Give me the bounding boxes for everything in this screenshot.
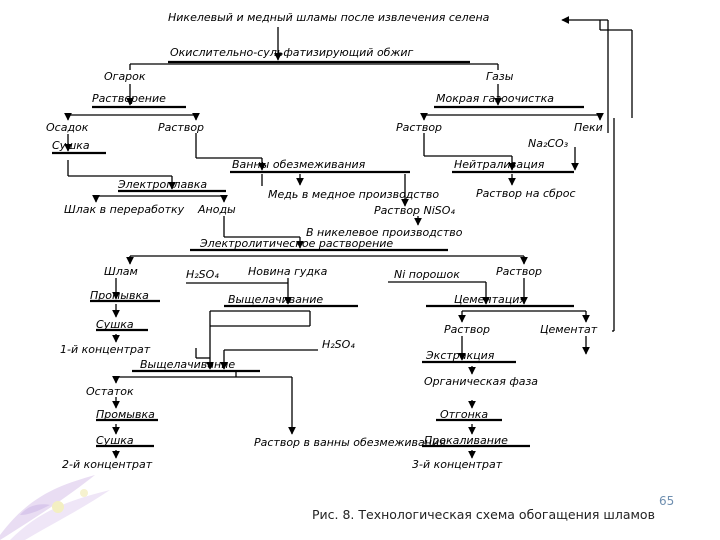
node-electrosmelting: Электроплавка (117, 178, 207, 191)
node-labels: Никелевый и медный шламы после извлечени… (46, 11, 603, 471)
node-organic-phase: Органическая фаза (424, 375, 538, 388)
node-solution-2: Раствор (396, 121, 442, 134)
node-concentrate-3: 3-й концентрат (412, 458, 503, 471)
node-leaching-2: Выщелачивание (140, 358, 235, 371)
node-neutralization: Нейтрализация (454, 158, 545, 171)
node-gases: Газы (486, 70, 514, 83)
node-washing-1: Промывка (90, 289, 149, 302)
node-cementate: Цементат (540, 323, 598, 336)
node-reagent-na2co3: Na₂CO₃ (528, 137, 569, 150)
node-calcination: Прокаливание (424, 434, 508, 447)
node-drying-2: Сушка (96, 318, 134, 331)
node-leaching-1: Выщелачивание (228, 293, 323, 306)
node-concentrate-2: 2-й концентрат (62, 458, 153, 471)
page-number: 65 (659, 494, 675, 508)
node-wet-gas-cleaning: Мокрая газоочистка (436, 92, 554, 105)
node-solution-4: Раствор (444, 323, 490, 336)
node-anodes: Аноды (197, 203, 236, 216)
process-bars (52, 60, 584, 448)
node-washing-2: Промывка (96, 408, 155, 421)
node-distillation: Отгонка (440, 408, 488, 421)
node-drying-1: Сушка (52, 139, 90, 152)
node-electrolytic-dissolution: Электролитическое растворение (199, 237, 393, 250)
node-solution-to-discharge: Раствор на сброс (476, 187, 576, 200)
node-calcine: Огарок (104, 70, 146, 83)
node-precipitate: Осадок (46, 121, 89, 134)
node-to-nickel-production: В никелевое производство (306, 226, 463, 239)
node-reagent-h2so4-1: H₂SO₄ (186, 268, 219, 281)
node-reagent-h2so4-2: H₂SO₄ (322, 338, 355, 351)
floral-decoration-icon (0, 475, 110, 540)
node-solution-1: Раствор (158, 121, 204, 134)
node-residue: Остаток (86, 385, 134, 398)
node-decopper-baths: Ванны обезмеживания (232, 158, 366, 171)
node-ni-powder: Ni порошок (394, 268, 460, 281)
node-extraction: Экстракция (425, 349, 495, 362)
node-drying-3: Сушка (96, 434, 134, 447)
node-concentrate-1: 1-й концентрат (60, 343, 151, 356)
node-slag-to-processing: Шлак в переработку (64, 203, 185, 216)
node-niso4-solution: Раствор NiSO₄ (374, 204, 455, 217)
connectors (64, 16, 633, 459)
node-roasting: Окислительно-сульфатизирующий обжиг (170, 46, 414, 59)
node-sludge: Шлам (104, 265, 138, 278)
node-dissolution: Растворение (92, 92, 166, 105)
node-solution-3: Раствор (496, 265, 542, 278)
node-copper-to-copper-production: Медь в медное производство (268, 188, 439, 201)
node-solution-to-baths: Раствор в ванны обезмеживания (254, 436, 446, 449)
node-source-sludges: Никелевый и медный шламы после извлечени… (168, 11, 490, 24)
figure-caption: Рис. 8. Технологическая схема обогащения… (312, 507, 655, 522)
node-new-batch: Новина гудка (248, 265, 328, 278)
node-cementation: Цементация (454, 293, 526, 306)
node-sludge-cake: Пеки (574, 121, 603, 134)
